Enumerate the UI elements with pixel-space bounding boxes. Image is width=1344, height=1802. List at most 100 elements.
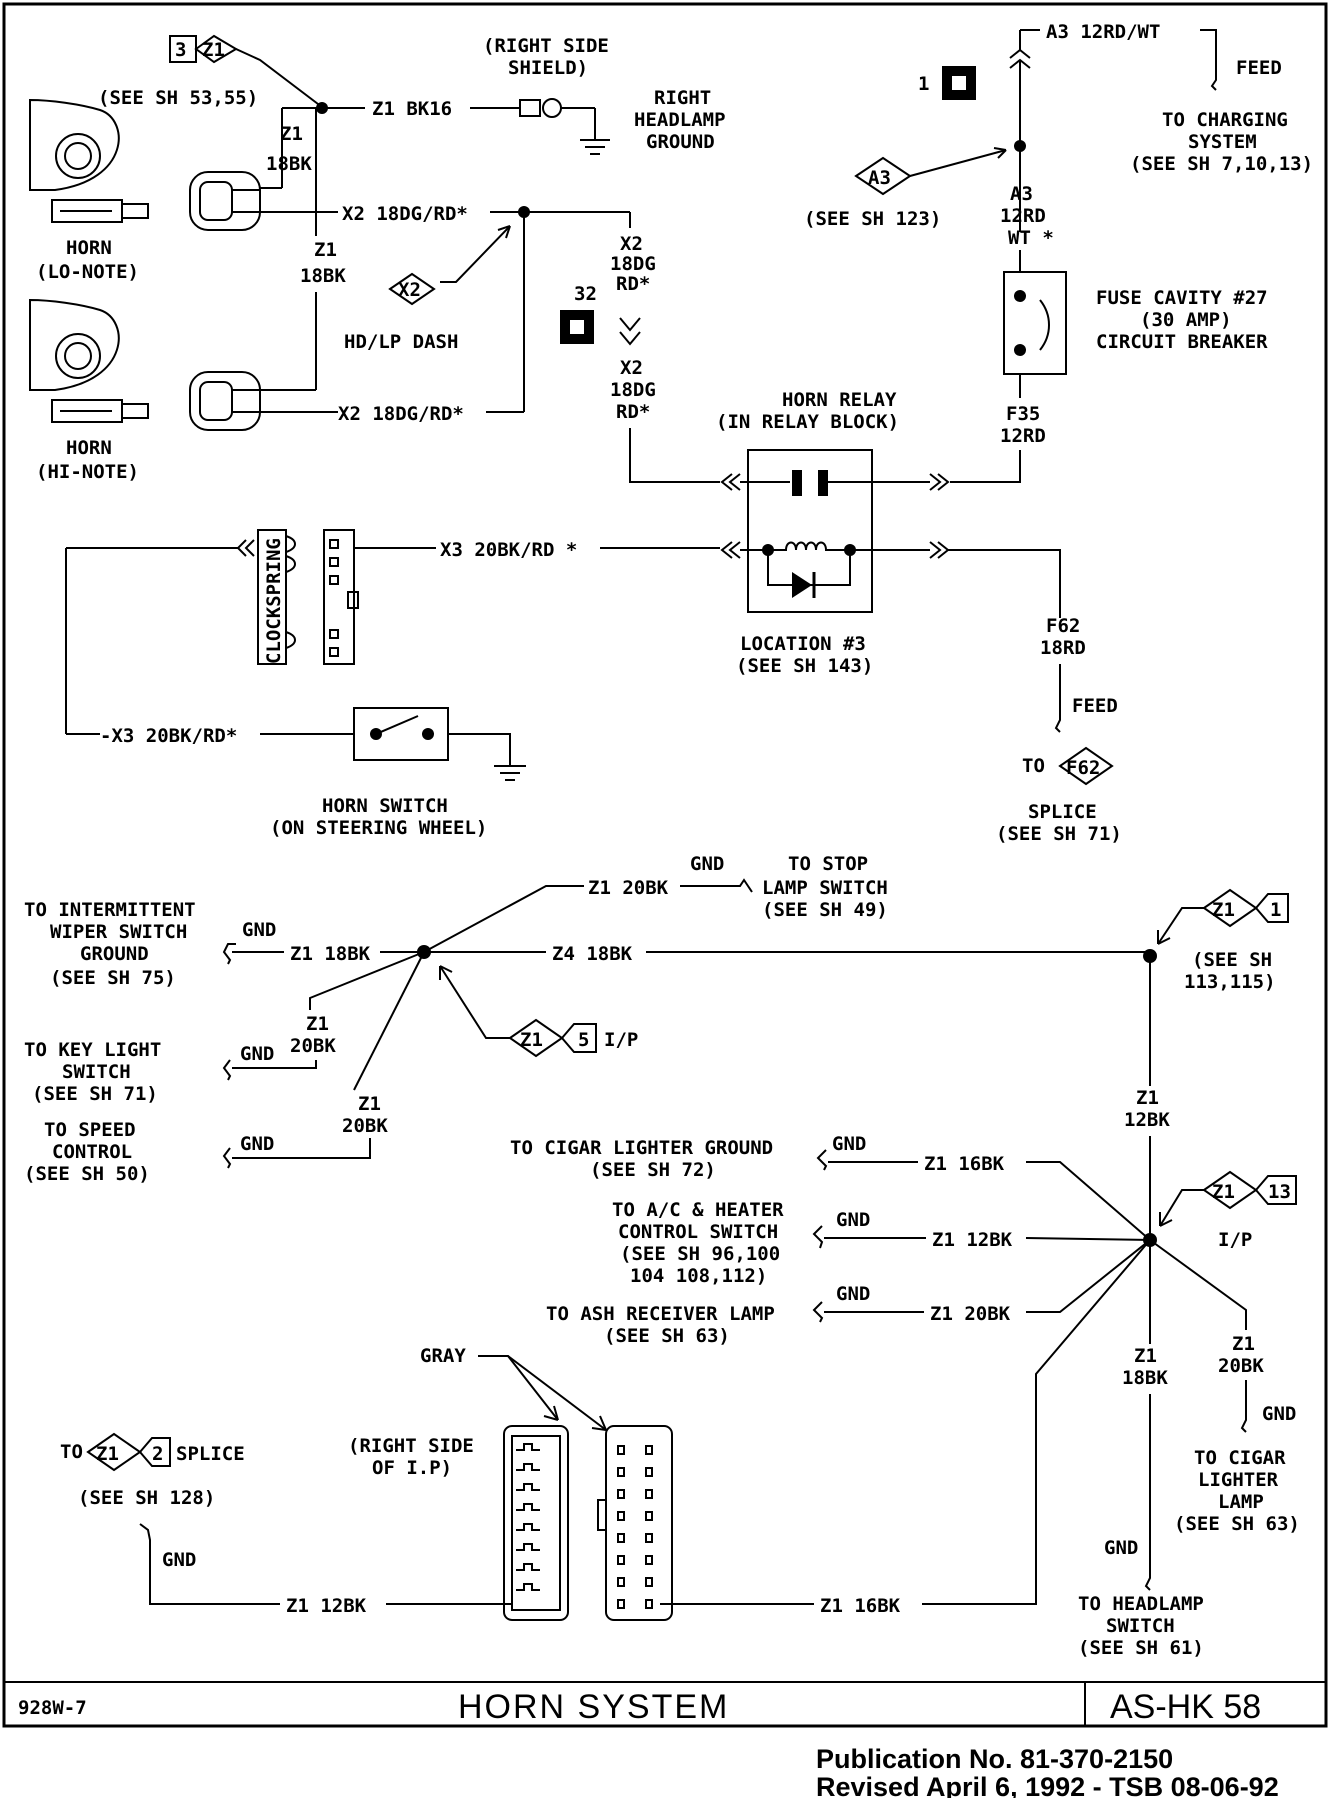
speed-label-3: (SEE SH 50)	[24, 1163, 150, 1185]
cl-label-3: LAMP	[1218, 1491, 1264, 1513]
horn-relay	[720, 449, 950, 613]
ac-label-2: CONTROL SWITCH	[618, 1221, 778, 1243]
wire-z1-bk16: Z1 BK16	[372, 98, 452, 120]
a3-ref-name: A3	[868, 167, 891, 189]
see-113-2: 113,115)	[1184, 971, 1276, 993]
key-wire-2: 20BK	[290, 1035, 336, 1057]
ip-connector-left	[503, 1425, 569, 1621]
x2-right-5: 18DG	[610, 379, 656, 401]
ash-label-2: (SEE SH 63)	[604, 1325, 730, 1347]
z1-13-name: Z1	[1212, 1181, 1235, 1203]
ac-label-1: TO A/C & HEATER	[612, 1199, 784, 1221]
charging-1: TO CHARGING	[1162, 109, 1288, 131]
z1-ref-name: Z1	[202, 39, 225, 61]
x2-wire-bot: X2 18DG/RD*	[338, 403, 464, 425]
z1-1-name: Z1	[1212, 899, 1235, 921]
speed-label-1: TO SPEED	[44, 1119, 136, 1141]
horn-lo-label-2: (LO-NOTE)	[36, 261, 139, 283]
connector-32-label: 32	[574, 283, 597, 305]
stop-label-3: (SEE SH 49)	[762, 899, 888, 921]
wiper-label-1: TO INTERMITTENT	[24, 899, 196, 921]
feed-f62-label: FEED	[1072, 695, 1118, 717]
gnd-wiper: GND	[242, 919, 276, 941]
ash-label-1: TO ASH RECEIVER LAMP	[546, 1303, 775, 1325]
cl-label-2: LIGHTER	[1198, 1469, 1279, 1491]
speed-label-2: CONTROL	[52, 1141, 132, 1163]
horn-lo-label-1: HORN	[66, 237, 112, 259]
z1-2-name: Z1	[96, 1443, 119, 1465]
splice-label: SPLICE	[176, 1443, 245, 1465]
horn-switch-label-1: HORN SWITCH	[322, 795, 448, 817]
shield-label-1: (RIGHT SIDE	[483, 35, 609, 57]
circuit-breaker-27	[1003, 271, 1067, 375]
fuse-label-3: CIRCUIT BREAKER	[1096, 331, 1268, 353]
z1-wire-1: Z1	[280, 123, 303, 145]
relay-label-1: HORN RELAY	[782, 389, 897, 411]
z1-2-splice-ref: Z1 2	[86, 1432, 171, 1472]
location-label-1: LOCATION #3	[740, 633, 866, 655]
stop-label-2: LAMP SWITCH	[762, 877, 888, 899]
z1-see-sheet: (SEE SH 53,55)	[98, 87, 258, 109]
hl-label-1: TO HEADLAMP	[1078, 1593, 1204, 1615]
x2-right-1: X2	[620, 233, 643, 255]
see-128: (SEE SH 128)	[78, 1487, 215, 1509]
x2-ref-name: X2	[398, 279, 421, 301]
horn-lo-note	[29, 98, 149, 223]
see-113-1: (SEE SH	[1192, 949, 1272, 971]
horn-switch-label-2: (ON STEERING WHEEL)	[270, 817, 487, 839]
a3-wire-1: A3	[1010, 183, 1033, 205]
gnd-bottom: GND	[162, 1549, 196, 1571]
z1-20bk-stop: Z1 20BK	[588, 877, 669, 899]
splice-label-2: (SEE SH 71)	[996, 823, 1122, 845]
z1-16bk: Z1 16BK	[924, 1153, 1005, 1175]
wiper-label-3: GROUND	[80, 943, 149, 965]
z1-20bk-ash: Z1 20BK	[930, 1303, 1011, 1325]
z1-18bk-v1: Z1	[1134, 1345, 1157, 1367]
fuse-label-1: FUSE CAVITY #27	[1096, 287, 1268, 309]
headlamp-ground-eyelet	[519, 98, 610, 155]
connector-1-label: 1	[918, 73, 929, 95]
splice-label-1: SPLICE	[1028, 801, 1097, 823]
ac-label-3: (SEE SH 96,100	[620, 1243, 780, 1265]
a3-see-sheet: (SEE SH 123)	[804, 208, 941, 230]
horn-hi-note	[29, 298, 149, 423]
location-label-2: (SEE SH 143)	[736, 655, 873, 677]
cl-label-1: TO CIGAR	[1194, 1447, 1286, 1469]
sheet-code-box	[1084, 1681, 1327, 1727]
z1-20bk-v2: 20BK	[1218, 1355, 1264, 1377]
cigar-gnd-label-2: (SEE SH 72)	[590, 1159, 716, 1181]
splice-dot-a3	[1014, 140, 1026, 152]
a3-wire-2: 12RD	[1000, 205, 1046, 227]
feed-top-label: FEED	[1236, 57, 1282, 79]
z1-12bk-v1: Z1	[1136, 1087, 1159, 1109]
gnd-hl: GND	[1104, 1537, 1138, 1559]
gnd-cl: GND	[1262, 1403, 1296, 1425]
horn-hi-label-1: HORN	[66, 437, 112, 459]
z1-12bk: Z1 12BK	[932, 1229, 1013, 1251]
ip5-name: Z1	[520, 1029, 543, 1051]
hdlp-dash-label: HD/LP DASH	[344, 331, 458, 353]
z1-20bk-v1: Z1	[1232, 1333, 1255, 1355]
f62-ref-name: F62	[1066, 757, 1100, 779]
ip-connector-right	[597, 1425, 673, 1621]
ac-label-4: 104 108,112)	[630, 1265, 767, 1287]
f35-1: F35	[1006, 403, 1040, 425]
f35-2: 12RD	[1000, 425, 1046, 447]
publication-number: Publication No. 81-370-2150	[816, 1744, 1173, 1774]
z1-1-ref-number: 1	[1270, 899, 1281, 921]
to-f62: TO	[1022, 755, 1045, 777]
diagram-title: HORN SYSTEM	[458, 1688, 729, 1726]
sheet-code-right: AS-HK 58	[1110, 1688, 1261, 1726]
horn-hi-connector	[189, 371, 261, 431]
cigar-gnd-label-1: TO CIGAR LIGHTER GROUND	[510, 1137, 773, 1159]
key-label-1: TO KEY LIGHT	[24, 1039, 161, 1061]
key-label-2: SWITCH	[62, 1061, 131, 1083]
speed-wire-1: Z1	[358, 1093, 381, 1115]
x2-hdlp-ref: X2	[388, 272, 436, 306]
stop-label-1: TO STOP	[788, 853, 868, 875]
gnd-label-3: GROUND	[646, 131, 715, 153]
fuse-label-2: (30 AMP)	[1140, 309, 1232, 331]
x3-top-wire: X3 20BK/RD *	[440, 539, 577, 561]
